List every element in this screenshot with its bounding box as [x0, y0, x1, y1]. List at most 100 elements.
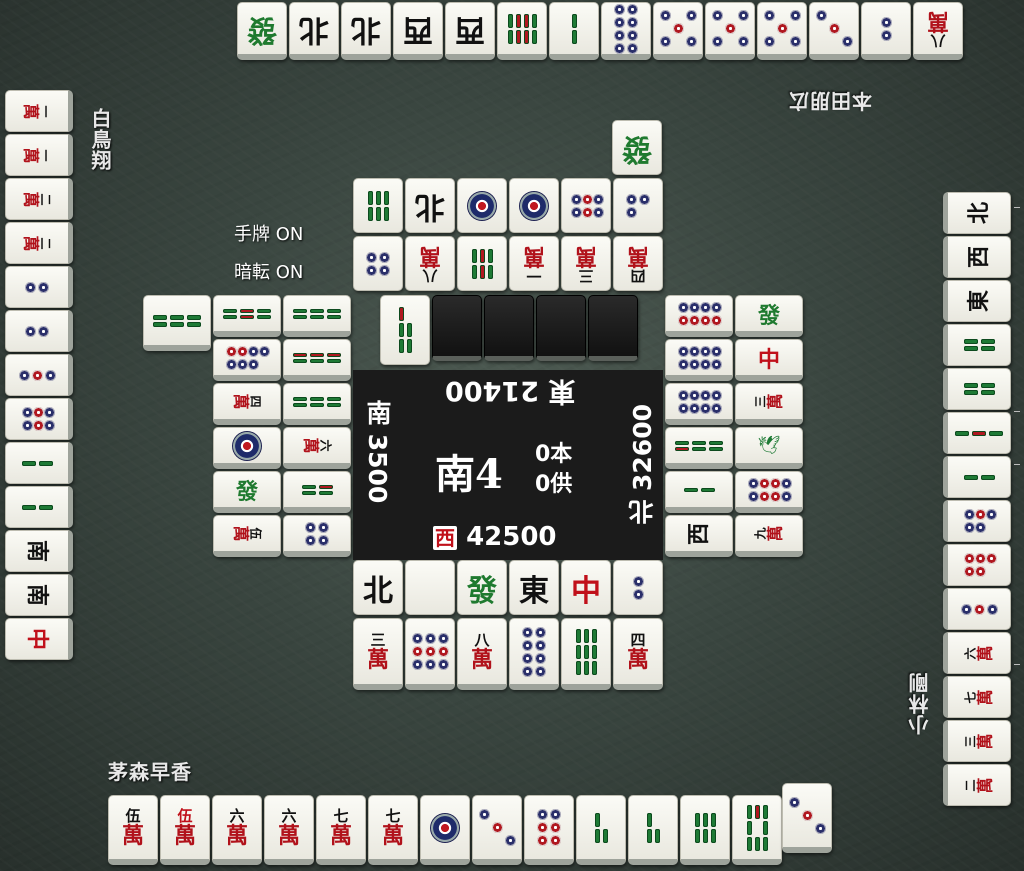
- west-wind-label: 西: [433, 526, 457, 550]
- tile-chun: 中: [5, 618, 73, 660]
- west-discards-row2: 三萬 八萬 四萬: [353, 618, 665, 690]
- tile-facedown: [484, 295, 534, 361]
- kyotaku-count: 0供: [535, 472, 573, 497]
- tile-pin-1: [457, 178, 507, 233]
- tile-pin-2: [5, 266, 73, 308]
- west-seat: 西 42500: [433, 522, 557, 552]
- tile-hatsu: 發: [237, 2, 287, 60]
- tile-sou-2: [549, 2, 599, 60]
- tile-north: 北: [289, 2, 339, 60]
- tile-west: 西: [665, 515, 733, 557]
- top-discards-row3: [380, 295, 640, 365]
- tile-man-7[interactable]: 七萬: [368, 795, 418, 865]
- drawn-tile-pin-3[interactable]: [782, 783, 832, 853]
- tile-west: 西: [445, 2, 495, 60]
- tile-pin-5: [943, 544, 1011, 586]
- tile-pin-3[interactable]: [472, 795, 522, 865]
- player-name-top: 本田朋広: [788, 89, 872, 113]
- tile-north: 北: [341, 2, 391, 60]
- tile-pin-8: [561, 178, 611, 233]
- tile-sou-9: [457, 236, 507, 291]
- tile-sou-6: [943, 368, 1011, 410]
- tile-north: 北: [353, 560, 403, 615]
- discard-hatsu: 發: [612, 120, 662, 175]
- tile-man-2: 二萬: [5, 222, 73, 264]
- tile-man-6[interactable]: 六萬: [212, 795, 262, 865]
- tile-man-6[interactable]: 六萬: [264, 795, 314, 865]
- tile-man-3: 三萬: [353, 618, 403, 690]
- kan-toggle[interactable]: 暗転 ON: [234, 262, 304, 283]
- hand-toggle[interactable]: 手牌 ON: [234, 224, 304, 245]
- left-player-hand: 一萬 一萬 二萬 二萬 南 南 中: [5, 90, 73, 662]
- east-wind-label: 東: [548, 375, 576, 406]
- divider: [1014, 207, 1020, 208]
- south-wind-label: 南: [363, 400, 392, 425]
- tile-hatsu: 發: [213, 471, 281, 513]
- tile-pin-1: [509, 178, 559, 233]
- score-panel: 東 21400 南 3500 北 32600 南4 0本 0供 西 42500: [353, 370, 663, 560]
- divider: [1014, 411, 1020, 412]
- top-player-hand: 發 北 北 西 西 八萬: [237, 2, 965, 60]
- tile-sou-2: [5, 486, 73, 528]
- tile-sou-9: [353, 178, 403, 233]
- tile-west: 西: [393, 2, 443, 60]
- east-score: 21400: [445, 375, 539, 406]
- tile-south: 南: [5, 530, 73, 572]
- tile-pin-9: [665, 339, 733, 381]
- tile-sou-2: [943, 456, 1011, 498]
- tile-man-6: 六萬: [283, 427, 351, 469]
- tile-man-7[interactable]: 七萬: [316, 795, 366, 865]
- south-score: 3500: [363, 433, 392, 504]
- tile-pin-1: [213, 427, 281, 469]
- tile-sou-6[interactable]: [680, 795, 730, 865]
- tile-west: 西: [943, 236, 1011, 278]
- player-name-right: 小林剛: [908, 672, 932, 735]
- south-discards-col2: 六萬: [283, 295, 353, 559]
- tile-sou-5: [943, 412, 1011, 454]
- south-seat: 南 3500: [359, 400, 395, 503]
- tile-north: 北: [405, 178, 455, 233]
- tile-north: 北: [943, 192, 1011, 234]
- tile-man-3: 三萬: [735, 383, 803, 425]
- tile-pin-1[interactable]: [420, 795, 470, 865]
- tile-pin-6[interactable]: [524, 795, 574, 865]
- north-score: 32600: [628, 404, 657, 491]
- tile-sou-9: [561, 618, 611, 690]
- west-score: 42500: [466, 522, 557, 552]
- divider: [1014, 464, 1020, 465]
- tile-sou-8: [283, 383, 351, 425]
- east-seat: 東 21400: [445, 374, 575, 413]
- tile-sou-4: [283, 471, 351, 513]
- north-seat: 北 32600: [625, 404, 661, 525]
- tile-sou-3[interactable]: [576, 795, 626, 865]
- tile-pin-6: [5, 398, 73, 440]
- tile-man-9: 九萬: [735, 515, 803, 557]
- tile-man-5[interactable]: 伍萬: [108, 795, 158, 865]
- tile-pin-3: [613, 178, 663, 233]
- tile-sou-7: [665, 427, 733, 469]
- tile-chun: 中: [735, 339, 803, 381]
- tile-sou-6: [943, 324, 1011, 366]
- tile-man-8: 八萬: [457, 618, 507, 690]
- tile-facedown: [432, 295, 482, 361]
- north-wind-label: 北: [628, 499, 657, 525]
- tile-man-6: 六萬: [943, 632, 1011, 674]
- tile-man-5-red[interactable]: 伍萬: [160, 795, 210, 865]
- tile-sou-2: [5, 442, 73, 484]
- tile-facedown: [536, 295, 586, 361]
- tile-man-1: 一萬: [5, 134, 73, 176]
- west-discards-row1: 北 發 東 中: [353, 560, 665, 615]
- tile-man-4: 四萬: [613, 236, 663, 291]
- tile-sou-3[interactable]: [628, 795, 678, 865]
- tile-pin-3: [5, 354, 73, 396]
- tile-hatsu: 發: [735, 295, 803, 337]
- tile-sou-8[interactable]: [732, 795, 782, 865]
- north-discards-col2: 發 中 三萬 🕊 九萬: [735, 295, 805, 559]
- player-name-left: 白鳥翔: [88, 108, 112, 171]
- tile-man-8: 八萬: [913, 2, 963, 60]
- north-discards-col1: 西: [665, 295, 735, 559]
- tile-pin-5: [943, 500, 1011, 542]
- tile-pin-3: [943, 588, 1011, 630]
- tile-sou-8: [497, 2, 547, 60]
- tile-east: 東: [509, 560, 559, 615]
